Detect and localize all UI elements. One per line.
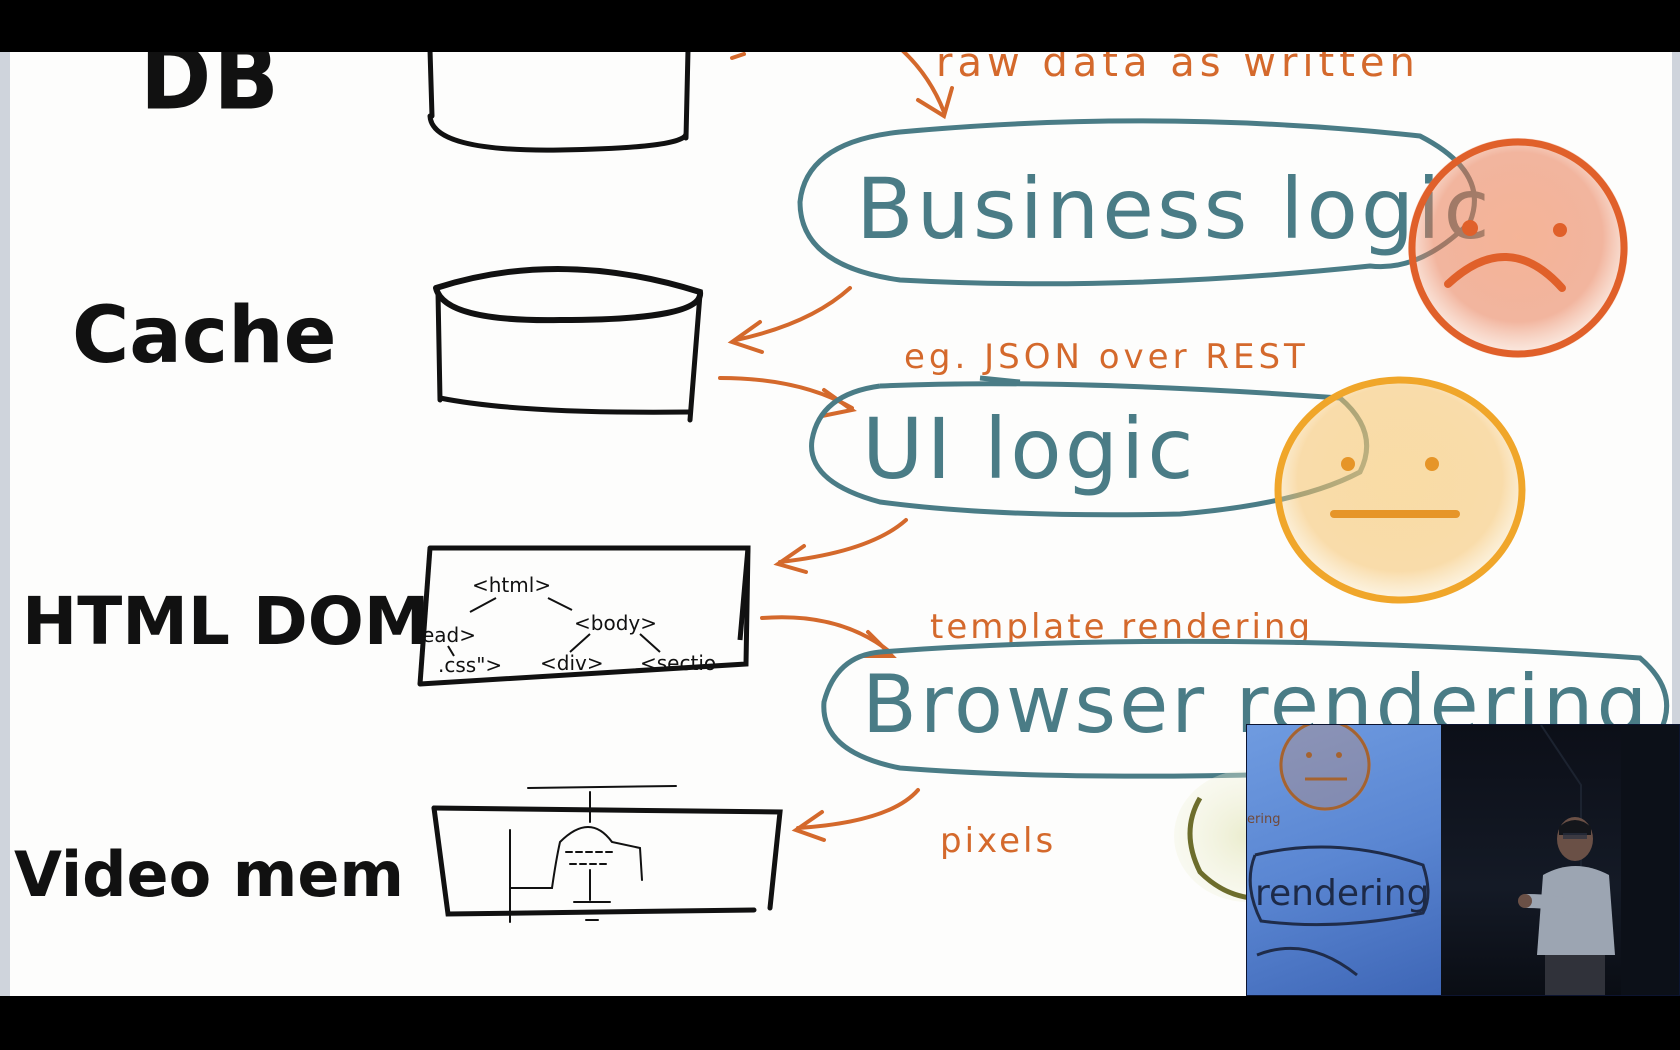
to-cache-arrow bbox=[727, 286, 852, 354]
slide-sketch: rendering ering bbox=[1247, 725, 1430, 977]
business-logic-bubble: Business logic bbox=[797, 118, 1493, 287]
from-dom-arrow bbox=[760, 615, 897, 658]
html-dom-label: HTML DOM bbox=[22, 583, 430, 660]
letterbox-bottom bbox=[0, 996, 1680, 1050]
ui-logic-label: UI logic bbox=[862, 400, 1197, 498]
raw-data-arrow bbox=[730, 52, 954, 120]
slide-rendering-text: rendering bbox=[1255, 873, 1429, 914]
video-memory-box bbox=[431, 785, 783, 923]
to-video-arrow bbox=[791, 788, 920, 842]
ui-logic-bubble: UI logic bbox=[809, 375, 1370, 518]
to-dom-arrow bbox=[773, 518, 908, 574]
db-cylinder-icon bbox=[427, 52, 691, 153]
dom-html-node: <html> bbox=[472, 573, 551, 597]
from-cache-arrow bbox=[718, 376, 857, 418]
neutral-face-icon bbox=[1274, 376, 1526, 604]
speaker-video-inset: rendering ering bbox=[1246, 724, 1680, 996]
dom-section-node: <sectio bbox=[640, 651, 716, 675]
left-edge bbox=[0, 52, 10, 996]
letterbox-top bbox=[0, 0, 1680, 52]
whiteboard-canvas: DB Cache HTML DOM Video mem <html> ead> … bbox=[0, 52, 1680, 996]
raw-data-annotation: raw data as written bbox=[936, 52, 1420, 86]
slide-small-text: ering bbox=[1247, 812, 1280, 827]
sad-face-icon bbox=[1408, 138, 1628, 358]
dom-body-node: <body> bbox=[574, 611, 657, 635]
projected-slide: rendering ering bbox=[1247, 725, 1441, 995]
json-rest-annotation: eg. JSON over REST bbox=[904, 337, 1309, 377]
diagram: DB Cache HTML DOM Video mem <html> ead> … bbox=[14, 52, 1670, 923]
dom-tree-box: <html> ead> <body> .css"> <div> <sectio bbox=[417, 545, 751, 687]
right-edge bbox=[1672, 52, 1680, 996]
presenter-figure bbox=[1518, 817, 1615, 995]
pixels-annotation: pixels bbox=[940, 821, 1056, 861]
dom-head-node: ead> bbox=[422, 623, 476, 647]
video-mem-label: Video mem bbox=[14, 838, 404, 911]
business-logic-label: Business logic bbox=[856, 160, 1493, 258]
cache-cylinder-icon bbox=[433, 265, 704, 423]
db-label: DB bbox=[140, 52, 281, 130]
cache-label: Cache bbox=[72, 291, 337, 381]
dom-css-node: .css"> bbox=[438, 653, 502, 677]
dom-div-node: <div> bbox=[540, 651, 604, 675]
